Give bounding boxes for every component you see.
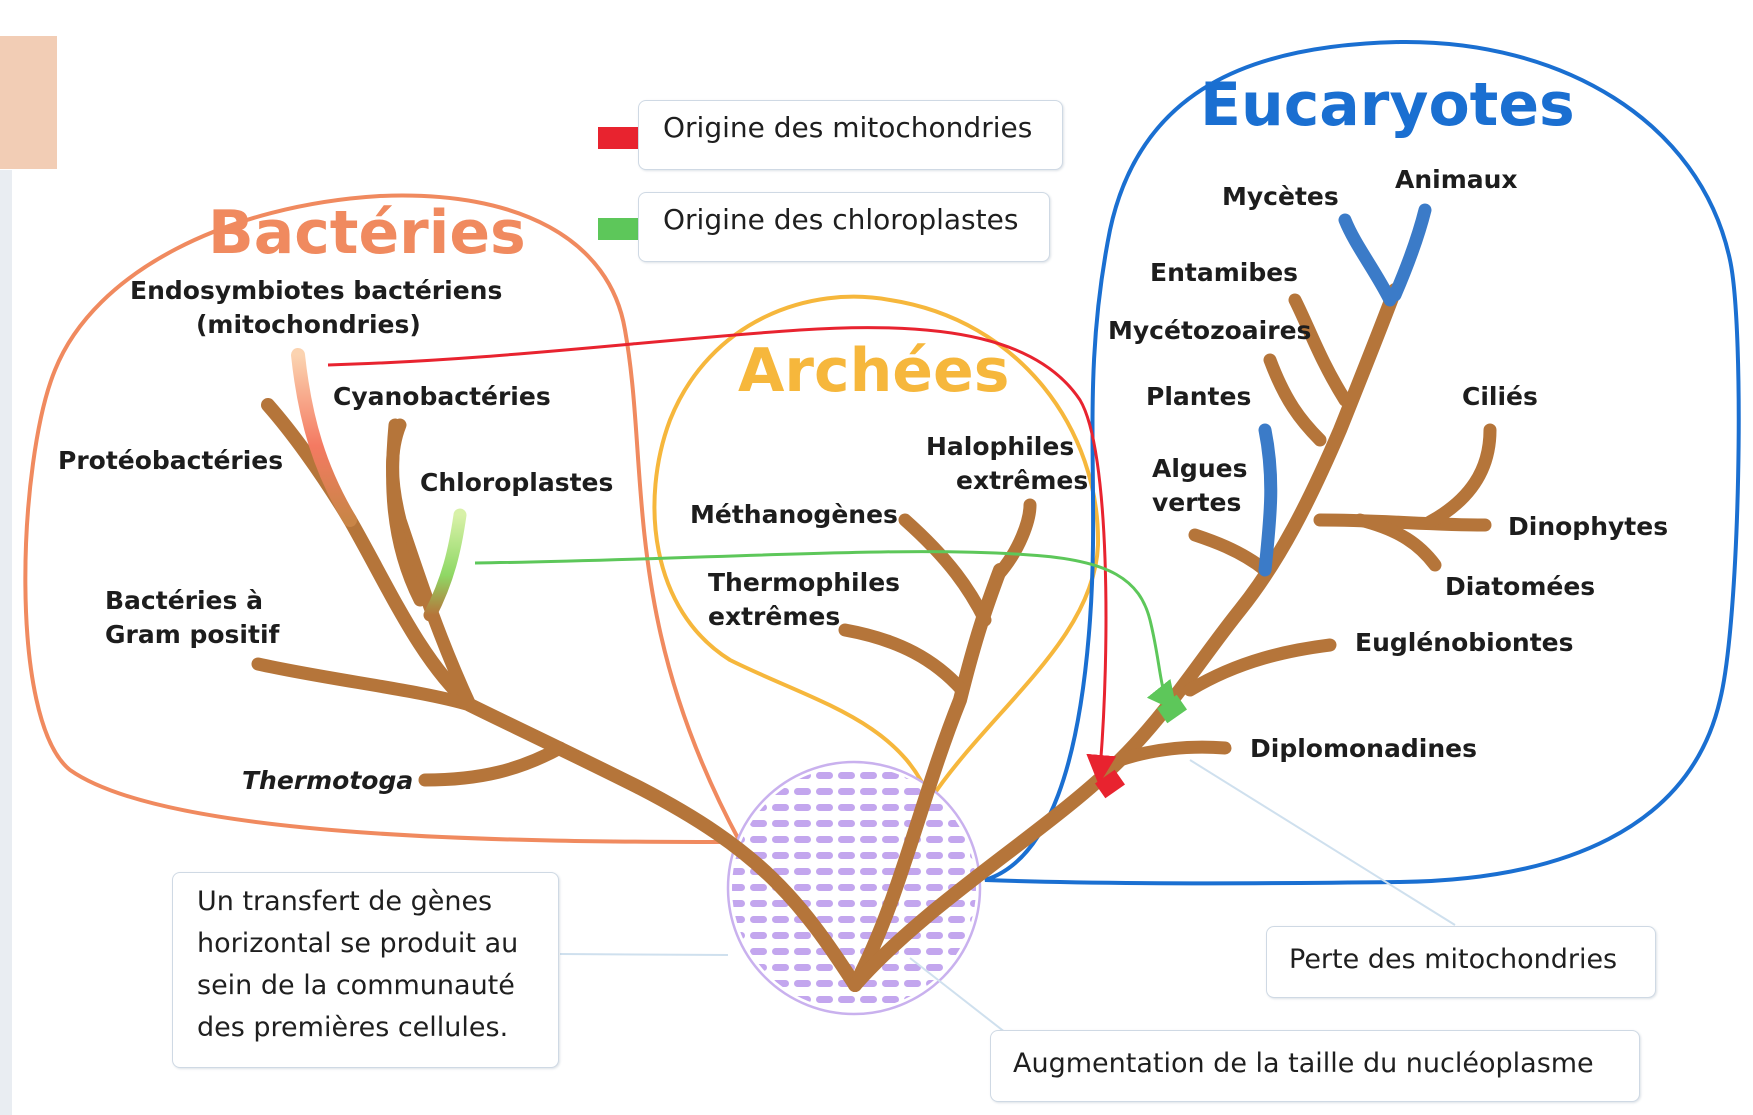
branch-eukaryote-trunk <box>848 283 1402 992</box>
transfer-line3: sein de la communauté <box>197 970 515 1001</box>
branch-algues <box>1188 528 1272 577</box>
page-edge-strip <box>0 170 12 1115</box>
mito-legend-label: Origine des mitochondries <box>663 111 1033 144</box>
mito-legend-box: Origine des mitochondries <box>638 100 1063 170</box>
branch-methanogenes <box>898 513 992 627</box>
branch-entamibes <box>1288 293 1352 407</box>
bacteria-domain-outline <box>23 193 744 845</box>
nucleoplasm-connector <box>909 957 1016 1041</box>
chloro-legend-box: Origine des chloroplastes <box>638 192 1050 262</box>
branch-thermotoga <box>418 741 567 787</box>
label-gram-line1: Bactéries à <box>105 586 263 615</box>
mito-loss-text: Perte des mitochondries <box>1289 944 1618 975</box>
label-halophiles-line2: extrêmes <box>956 466 1089 495</box>
label-thermophiles-line1: Thermophiles <box>708 568 901 597</box>
label-mycetes: Mycètes <box>1222 182 1339 211</box>
label-thermophiles-line2: extrêmes <box>708 602 841 631</box>
bacteria-title: Bactéries <box>208 198 526 268</box>
label-gram-line2: Gram positif <box>105 620 280 649</box>
branch-diatomees <box>1353 513 1442 572</box>
nucleoplasm-callout: Augmentation de la taille du nucléoplasm… <box>990 1030 1640 1102</box>
label-endosymbiotes-line2: (mitochondries) <box>196 310 421 339</box>
branch-halophiles <box>991 498 1037 582</box>
branch-mycetozoaires <box>1263 353 1327 447</box>
label-plantes: Plantes <box>1146 382 1252 411</box>
branch-animaux <box>1388 203 1432 302</box>
mito-loss-callout: Perte des mitochondries <box>1266 926 1656 998</box>
mito-origin-mark <box>1095 769 1125 799</box>
chloro-arrow <box>474 550 1178 712</box>
label-proteobacteries: Protéobactéries <box>58 446 284 475</box>
branch-cilies <box>1423 423 1497 529</box>
label-endosymbiotes-line1: Endosymbiotes bactériens <box>130 276 503 305</box>
label-cilies: Ciliés <box>1462 382 1538 411</box>
branch-gram-positif <box>251 657 477 712</box>
label-halophiles-line1: Halophiles <box>926 432 1075 461</box>
chloro-origin-mark <box>1157 694 1187 724</box>
nucleoplasm-text: Augmentation de la taille du nucléoplasm… <box>1013 1048 1594 1079</box>
label-cyanobacteries: Cyanobactéries <box>333 382 551 411</box>
branch-dinophytes <box>1313 513 1492 532</box>
branch-mycetes <box>1338 213 1397 307</box>
branch-cyano-top <box>386 418 427 607</box>
label-diatomees: Diatomées <box>1445 572 1596 601</box>
label-chloroplastes: Chloroplastes <box>420 468 614 497</box>
label-thermotoga: Thermotoga <box>242 766 414 795</box>
label-mycetozoaires: Mycétozoaires <box>1108 316 1312 345</box>
archaea-domain-outline <box>652 294 1101 805</box>
transfer-line4: des premières cellules. <box>197 1012 509 1043</box>
label-entamibes: Entamibes <box>1150 258 1299 287</box>
chloro-legend-swatch <box>598 218 644 240</box>
page-corner-tab <box>0 36 57 169</box>
tree-branches <box>251 203 1497 992</box>
chloro-legend-label: Origine des chloroplastes <box>663 203 1019 236</box>
archaea-title: Archées <box>738 336 1010 406</box>
label-animaux: Animaux <box>1395 165 1518 194</box>
transfer-line2: horizontal se produit au <box>197 928 519 959</box>
label-algues-line2: vertes <box>1152 488 1242 517</box>
transfer-callout: Un transfert de gènes horizontal se prod… <box>172 872 559 1068</box>
branch-diplomonadines <box>1113 740 1232 767</box>
label-diplomonadines: Diplomonadines <box>1250 734 1477 763</box>
label-methanogenes: Méthanogènes <box>690 500 898 529</box>
mito-legend-swatch <box>598 127 644 149</box>
branch-mitochondria <box>291 348 357 527</box>
mito-loss-connector <box>1189 759 1456 926</box>
transfer-line1: Un transfert de gènes <box>197 886 493 917</box>
branch-thermophiles <box>838 623 969 697</box>
label-dinophytes: Dinophytes <box>1508 512 1669 541</box>
label-algues-line1: Algues <box>1152 454 1248 483</box>
eukaryotes-title: Eucaryotes <box>1200 70 1575 140</box>
branch-euglenobiontes <box>1183 638 1337 697</box>
eukaryotes-domain-outline <box>984 39 1741 886</box>
branch-chloroplast <box>423 508 467 622</box>
transfer-connector <box>559 953 729 956</box>
label-euglenobiontes: Euglénobiontes <box>1355 628 1574 657</box>
branch-plantes <box>1258 423 1278 577</box>
mito-arrow <box>327 326 1117 785</box>
